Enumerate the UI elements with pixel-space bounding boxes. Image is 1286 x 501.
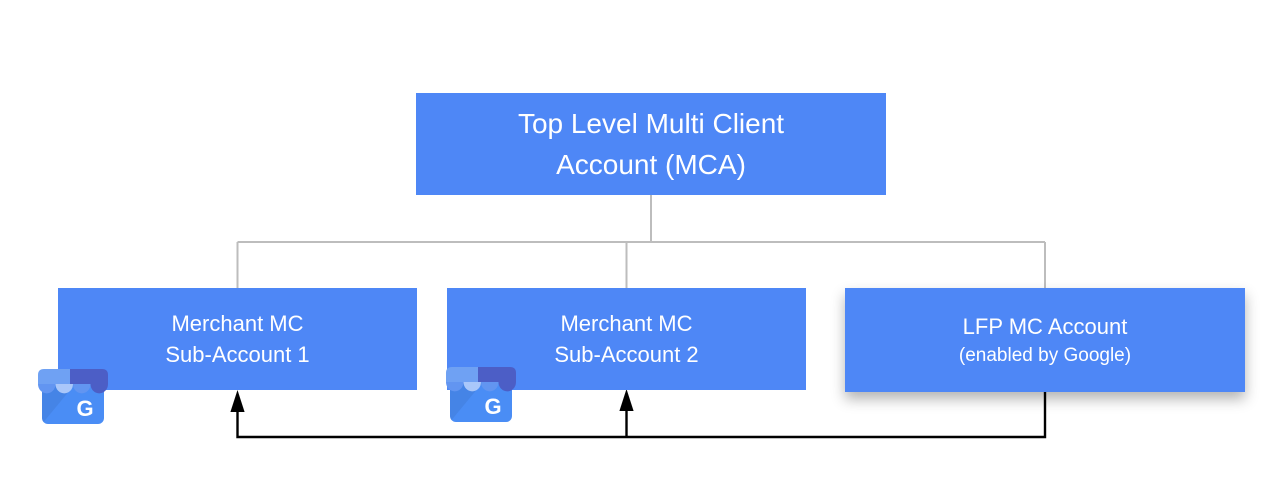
node-top-level-mca: Top Level Multi Client Account (MCA) — [416, 93, 886, 195]
tree-connector-lines — [236, 195, 1046, 288]
lfp-feed-line — [236, 392, 1047, 439]
node-label-line1: Merchant MC — [171, 311, 304, 336]
node-label-line2: Sub-Account 1 — [165, 342, 310, 367]
google-g-letter: G — [76, 396, 93, 421]
node-label-line1: LFP MC Account — [962, 313, 1128, 339]
node-merchant-sub-account-2: Merchant MC Sub-Account 2 — [447, 288, 806, 390]
node-merchant-sub-account-1: Merchant MC Sub-Account 1 — [58, 288, 417, 390]
node-label-line2: (enabled by Google) — [958, 344, 1132, 366]
node-label-line2: Account (MCA) — [556, 149, 746, 180]
node-label-line2: Sub-Account 2 — [554, 342, 699, 367]
up-arrowhead-sub-account-2 — [619, 389, 634, 411]
node-label-line1: Merchant MC — [560, 311, 693, 336]
google-g-letter: G — [484, 394, 501, 419]
up-arrowhead-sub-account-1 — [230, 390, 245, 412]
node-label-line1: Top Level Multi Client — [517, 108, 785, 139]
node-lfp-mc-account: LFP MC Account (enabled by Google) — [845, 288, 1245, 392]
